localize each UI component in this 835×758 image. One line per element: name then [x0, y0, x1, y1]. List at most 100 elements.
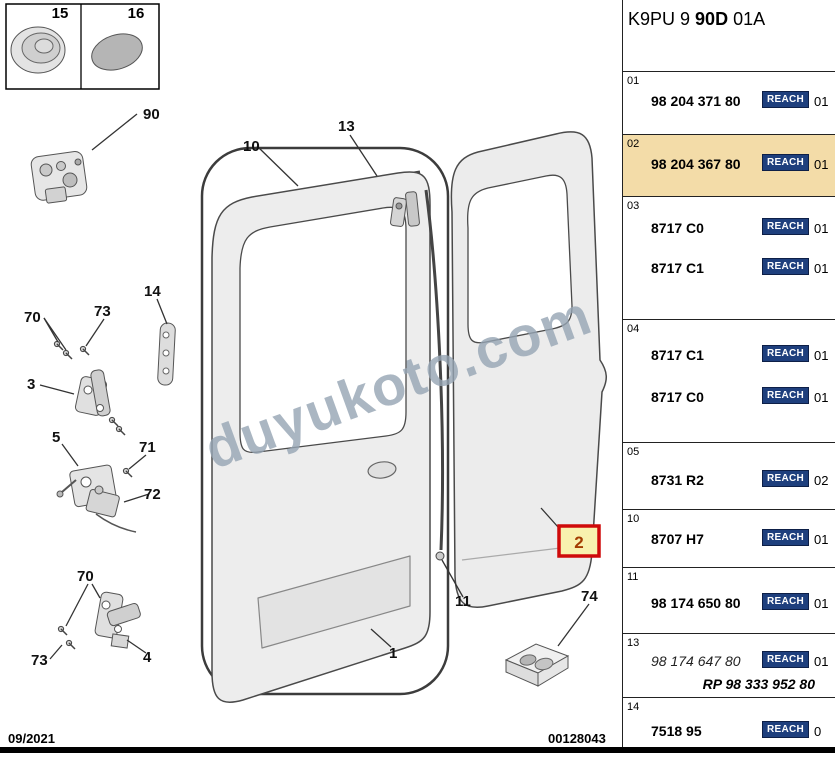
- part-number: 8707 H7: [651, 531, 704, 547]
- callout-13[interactable]: 13: [338, 118, 355, 135]
- callout-16[interactable]: 16: [128, 5, 145, 22]
- reach-badge[interactable]: REACH: [762, 593, 810, 610]
- callout-14[interactable]: 14: [144, 283, 161, 300]
- replacement-part-note: RP 98 333 952 80: [702, 676, 815, 692]
- clip-kit-74: [504, 643, 570, 687]
- callout-15[interactable]: 15: [52, 5, 69, 22]
- part-qty: 01: [814, 532, 829, 547]
- bottom-border-bar: [0, 747, 835, 753]
- callout-72[interactable]: 72: [144, 486, 161, 503]
- part-qty: 01: [814, 94, 829, 109]
- callout-90[interactable]: 90: [143, 106, 160, 123]
- part-number: 8717 C1: [651, 260, 704, 276]
- reach-badge[interactable]: REACH: [762, 470, 810, 487]
- callout-4[interactable]: 4: [143, 649, 152, 666]
- callout-10[interactable]: 10: [243, 138, 260, 155]
- part-number: 8717 C1: [651, 347, 704, 363]
- row-ref: 01: [627, 75, 640, 87]
- callout-74[interactable]: 74: [581, 588, 598, 605]
- door-diagram-svg: 15 16: [5, 3, 607, 746]
- parts-row-14[interactable]: 14 7518 95 REACH 0: [623, 697, 835, 752]
- callout-70-lower[interactable]: 70: [77, 568, 94, 585]
- doc-number-label: 00128043: [548, 731, 606, 746]
- reach-badge[interactable]: REACH: [762, 218, 810, 235]
- row-ref: 10: [627, 513, 640, 525]
- row-ref: 11: [627, 571, 639, 583]
- callout-73-lower[interactable]: 73: [31, 652, 48, 669]
- upper-hinge: [389, 191, 420, 227]
- row-ref: 03: [627, 200, 640, 212]
- date-label: 09/2021: [8, 731, 55, 746]
- parts-row-04[interactable]: 04 8717 C1 REACH 01 8717 C0 REACH 01: [623, 319, 835, 442]
- center-seal-strip: [424, 189, 445, 561]
- part-qty: 01: [814, 390, 829, 405]
- reach-badge[interactable]: REACH: [762, 387, 810, 404]
- inset-box: 15 16: [5, 3, 160, 90]
- part-number: 8717 C0: [651, 220, 704, 236]
- latch-5: [56, 464, 137, 533]
- part-qty: 02: [814, 473, 829, 488]
- reach-badge[interactable]: REACH: [762, 529, 810, 546]
- code-prefix: K9PU 9: [628, 9, 691, 29]
- exploded-parts-diagram: 15 16: [5, 3, 607, 746]
- bracket-14: [157, 322, 176, 386]
- part-number: 98 204 367 80: [651, 156, 741, 172]
- oval-plug-part: [91, 33, 143, 71]
- part-qty: 01: [814, 596, 829, 611]
- hinge-3: [74, 369, 111, 417]
- part-number: 98 174 650 80: [651, 595, 741, 611]
- part-number: 7518 95: [651, 723, 702, 739]
- part-qty: 01: [814, 261, 829, 276]
- lock-mechanism: [30, 150, 88, 204]
- part-qty: 01: [814, 348, 829, 363]
- door-seal-outline: [200, 146, 450, 696]
- parts-row-02-selected[interactable]: 02 98 204 367 80 REACH 01: [623, 134, 835, 196]
- part-number: 98 204 371 80: [651, 93, 741, 109]
- part-number: 8731 R2: [651, 472, 704, 488]
- part-qty: 0: [814, 724, 822, 739]
- row-ref: 04: [627, 323, 640, 335]
- parts-row-13[interactable]: 13 98 174 647 80 REACH 01 RP 98 333 952 …: [623, 633, 835, 697]
- row-ref: 13: [627, 637, 640, 649]
- callout-70-upper[interactable]: 70: [24, 309, 41, 326]
- selected-callout-2[interactable]: 2: [557, 524, 601, 558]
- part-number-superseded: 98 174 647 80: [651, 653, 741, 669]
- reach-badge[interactable]: REACH: [762, 651, 810, 668]
- callout-73-upper[interactable]: 73: [94, 303, 111, 320]
- parts-row-03[interactable]: 03 8717 C0 REACH 01 8717 C1 REACH 01: [623, 196, 835, 319]
- reach-badge[interactable]: REACH: [762, 721, 810, 738]
- callout-2[interactable]: 2: [574, 533, 583, 552]
- parts-row-05[interactable]: 05 8731 R2 REACH 02: [623, 442, 835, 509]
- reach-badge[interactable]: REACH: [762, 91, 810, 108]
- parts-row-01[interactable]: 01 98 204 371 80 REACH 01: [623, 71, 835, 134]
- reach-badge[interactable]: REACH: [762, 258, 810, 275]
- code-bold: 90D: [695, 9, 729, 29]
- leader-lines: [39, 113, 590, 660]
- callout-5[interactable]: 5: [52, 429, 60, 446]
- parts-row-11[interactable]: 11 98 174 650 80 REACH 01: [623, 567, 835, 633]
- row-ref: 02: [627, 138, 640, 150]
- callout-71[interactable]: 71: [139, 439, 156, 456]
- callout-labels: 90 10 13 14 70 73 3 5 71 72 70 73 4 1 11…: [24, 106, 598, 669]
- part-qty: 01: [814, 221, 829, 236]
- hinge-4: [94, 591, 141, 649]
- part-qty: 01: [814, 654, 829, 669]
- grommet-part: [10, 26, 66, 74]
- callout-1[interactable]: 1: [389, 645, 397, 662]
- row-ref: 05: [627, 446, 640, 458]
- row-ref: 14: [627, 701, 640, 713]
- callout-3[interactable]: 3: [27, 376, 35, 393]
- right-door: [450, 131, 607, 608]
- reach-badge[interactable]: REACH: [762, 154, 810, 171]
- left-door: [211, 171, 431, 703]
- callout-11[interactable]: 11: [455, 593, 471, 610]
- reach-badge[interactable]: REACH: [762, 345, 810, 362]
- screws: [53, 340, 133, 650]
- parts-row-10[interactable]: 10 8707 H7 REACH 01: [623, 509, 835, 567]
- code-suffix: 01A: [733, 9, 766, 29]
- part-number: 8717 C0: [651, 389, 704, 405]
- door-handle: [367, 461, 397, 479]
